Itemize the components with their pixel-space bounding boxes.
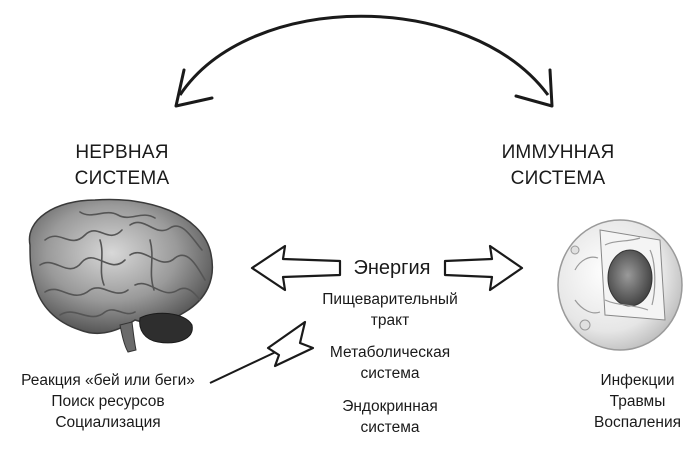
- metabolic-label: Метаболическая система: [300, 342, 480, 384]
- digestive-line2: тракт: [370, 312, 410, 329]
- energy-label: Энергия: [353, 257, 431, 279]
- immune-cell-icon: [557, 219, 683, 351]
- brain-icon: [28, 198, 214, 353]
- nervous-heading-line2: СИСТЕМА: [74, 168, 170, 189]
- immune-heading-line2: СИСТЕМА: [510, 168, 606, 189]
- nervous-heading-line1: НЕРВНАЯ: [75, 142, 169, 163]
- list-item: Поиск ресурсов: [51, 393, 165, 410]
- nervous-list: Реакция «бей или беги» Поиск ресурсов Со…: [4, 370, 212, 433]
- immune-system-heading: ИММУННАЯ СИСТЕМА: [493, 140, 623, 192]
- endocrine-label: Эндокринная система: [300, 396, 480, 438]
- metabolic-line1: Метаболическая: [329, 344, 451, 361]
- nervous-system-heading: НЕРВНАЯ СИСТЕМА: [62, 140, 182, 192]
- list-item: Социализация: [55, 414, 161, 431]
- digestive-label: Пищеварительный тракт: [300, 289, 480, 331]
- endocrine-line2: система: [360, 419, 420, 436]
- list-item: Реакция «бей или беги»: [21, 372, 195, 389]
- list-item: Воспаления: [594, 414, 681, 431]
- metabolic-line2: система: [360, 365, 420, 382]
- endocrine-line1: Эндокринная: [342, 398, 438, 415]
- nervous-connector-arrow: [209, 320, 315, 384]
- digestive-line1: Пищеварительный: [322, 291, 458, 308]
- immune-list: Инфекции Травмы Воспаления: [580, 370, 695, 433]
- immune-heading-line1: ИММУННАЯ: [501, 142, 615, 163]
- energy-right-arrow: [443, 244, 524, 292]
- energy-left-arrow: [250, 244, 342, 292]
- list-item: Травмы: [609, 393, 666, 410]
- list-item: Инфекции: [600, 372, 675, 389]
- feedback-arc-arrow: [174, 14, 554, 108]
